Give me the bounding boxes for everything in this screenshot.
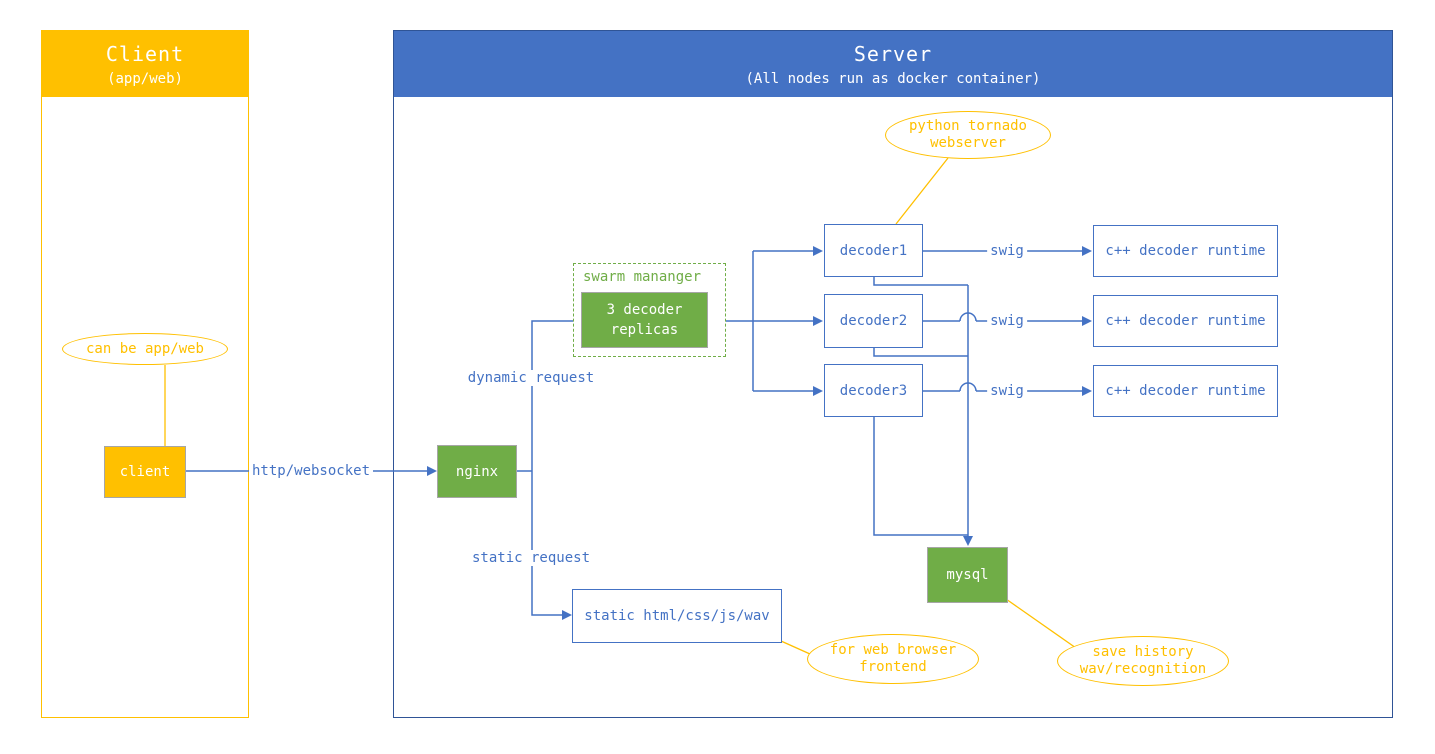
cpp-runtime1-node[interactable]: c++ decoder runtime (1093, 225, 1278, 277)
client-title: Client (105, 41, 185, 66)
client-subtitle: (app/web) (107, 70, 183, 87)
static-request-label: static request (468, 550, 594, 566)
static-files-node[interactable]: static html/css/js/wav (572, 589, 782, 643)
swig3-label: swig (987, 383, 1027, 399)
mysql-node[interactable]: mysql (927, 547, 1008, 603)
swig1-label: swig (987, 243, 1027, 259)
history-note-callout[interactable]: save history wav/recognition (1057, 636, 1229, 686)
swig2-label: swig (987, 313, 1027, 329)
client-container: Client (app/web) (41, 30, 249, 718)
cpp-runtime3-node[interactable]: c++ decoder runtime (1093, 365, 1278, 417)
decoder3-node[interactable]: decoder3 (824, 364, 923, 417)
decoder-replicas-node[interactable]: 3 decoder replicas (581, 292, 708, 348)
client-note-callout[interactable]: can be app/web (62, 333, 228, 365)
swarm-manager-label: swarm mananger (583, 269, 702, 285)
nginx-node[interactable]: nginx (437, 445, 517, 498)
decoder1-node[interactable]: decoder1 (824, 224, 923, 277)
server-container-header: Server (All nodes run as docker containe… (394, 31, 1392, 97)
decoder2-node[interactable]: decoder2 (824, 294, 923, 348)
cpp-runtime2-node[interactable]: c++ decoder runtime (1093, 295, 1278, 347)
swarm-manager-group[interactable]: swarm mananger (573, 263, 726, 357)
dynamic-request-label: dynamic request (464, 370, 598, 386)
server-subtitle: (All nodes run as docker container) (745, 70, 1041, 87)
client-node[interactable]: client (104, 446, 186, 498)
tornado-note-callout[interactable]: python tornado webserver (885, 111, 1051, 159)
server-title: Server (853, 41, 933, 66)
frontend-note-callout[interactable]: for web browser frontend (807, 634, 979, 684)
client-container-header: Client (app/web) (42, 31, 248, 97)
http-websocket-label: http/websocket (248, 463, 374, 479)
